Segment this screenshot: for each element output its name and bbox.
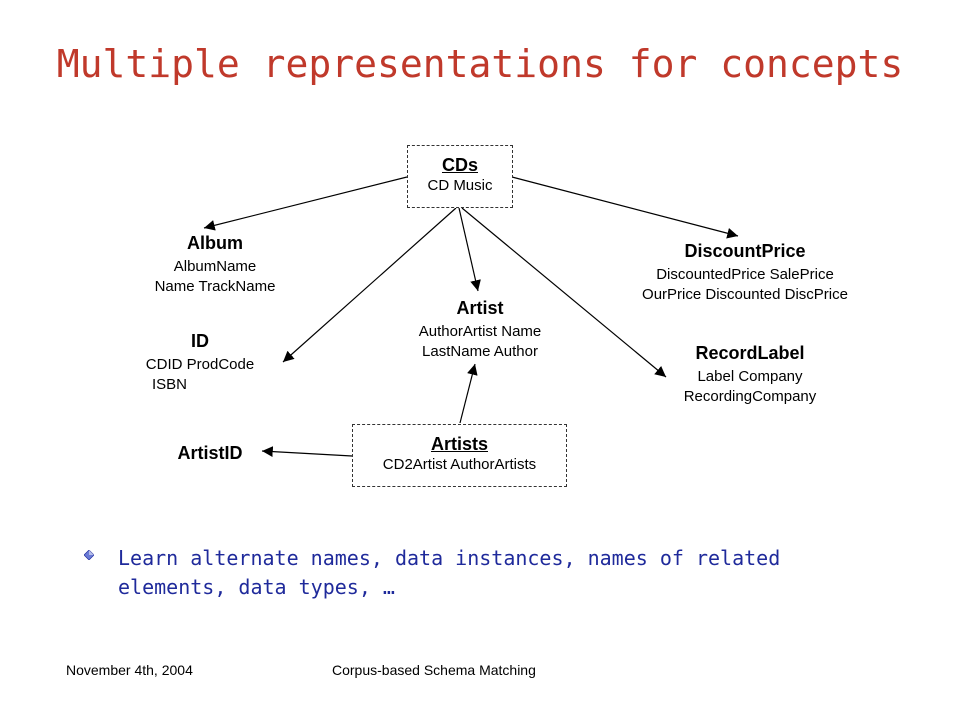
diamond-bullet-icon bbox=[84, 550, 94, 560]
id-synonyms-line2: ISBN bbox=[152, 376, 188, 393]
arrow-cds-discountprice bbox=[511, 176, 739, 239]
discountprice-node: DiscountPrice DiscountedPrice SalePrice … bbox=[600, 240, 890, 305]
arrow-artists-artist bbox=[459, 363, 478, 424]
arrow-cds-recordlabel bbox=[461, 207, 667, 378]
artist-synonyms-line2: LastName Author bbox=[422, 343, 538, 360]
recordlabel-synonyms-line1: Label Company bbox=[697, 368, 803, 385]
bullet-item: Learn alternate names, data instances, n… bbox=[84, 544, 844, 602]
arrow-cds-artist bbox=[458, 207, 481, 292]
artists-node: Artists CD2Artist AuthorArtists bbox=[352, 424, 567, 487]
discountprice-heading: DiscountPrice bbox=[684, 241, 806, 261]
arrow-artists-artistid bbox=[261, 446, 353, 457]
arrow-cds-album bbox=[203, 176, 408, 231]
id-node: ID CDID ProdCode ISBN bbox=[110, 330, 290, 395]
id-synonyms-line1: CDID ProdCode bbox=[145, 356, 255, 373]
bullet-text-line2: elements, data types, … bbox=[118, 575, 395, 599]
id-heading: ID bbox=[191, 331, 209, 351]
album-synonyms-line1: AlbumName bbox=[173, 258, 257, 275]
recordlabel-node: RecordLabel Label Company RecordingCompa… bbox=[640, 342, 860, 407]
artist-node: Artist AuthorArtist Name LastName Author bbox=[380, 297, 580, 362]
discountprice-synonyms-line1: DiscountedPrice SalePrice bbox=[656, 266, 834, 283]
cds-node: CDs CD Music bbox=[407, 145, 513, 208]
album-synonyms-line2: Name TrackName bbox=[154, 278, 276, 295]
recordlabel-heading: RecordLabel bbox=[695, 343, 805, 363]
bullet-text-line1: Learn alternate names, data instances, n… bbox=[118, 546, 781, 570]
artists-heading: Artists bbox=[430, 434, 488, 454]
artist-heading: Artist bbox=[456, 298, 504, 318]
cds-synonyms: CD Music bbox=[427, 177, 493, 194]
footer-date: November 4th, 2004 bbox=[66, 662, 193, 678]
discountprice-synonyms-line2: OurPrice Discounted DiscPrice bbox=[642, 286, 848, 303]
album-node: Album AlbumName Name TrackName bbox=[120, 232, 310, 297]
recordlabel-synonyms-line2: RecordingCompany bbox=[683, 388, 817, 405]
artistid-heading: ArtistID bbox=[177, 443, 243, 463]
artist-synonyms-line1: AuthorArtist Name bbox=[418, 323, 542, 340]
artistid-node: ArtistID bbox=[150, 442, 270, 464]
arrow-cds-id bbox=[282, 207, 457, 363]
album-heading: Album bbox=[187, 233, 243, 253]
bullet-text: Learn alternate names, data instances, n… bbox=[118, 544, 844, 602]
artists-synonyms: CD2Artist AuthorArtists bbox=[382, 456, 537, 473]
footer-title: Corpus-based Schema Matching bbox=[332, 662, 536, 678]
slide-title: Multiple representations for concepts bbox=[56, 42, 904, 86]
cds-heading: CDs bbox=[441, 155, 478, 175]
